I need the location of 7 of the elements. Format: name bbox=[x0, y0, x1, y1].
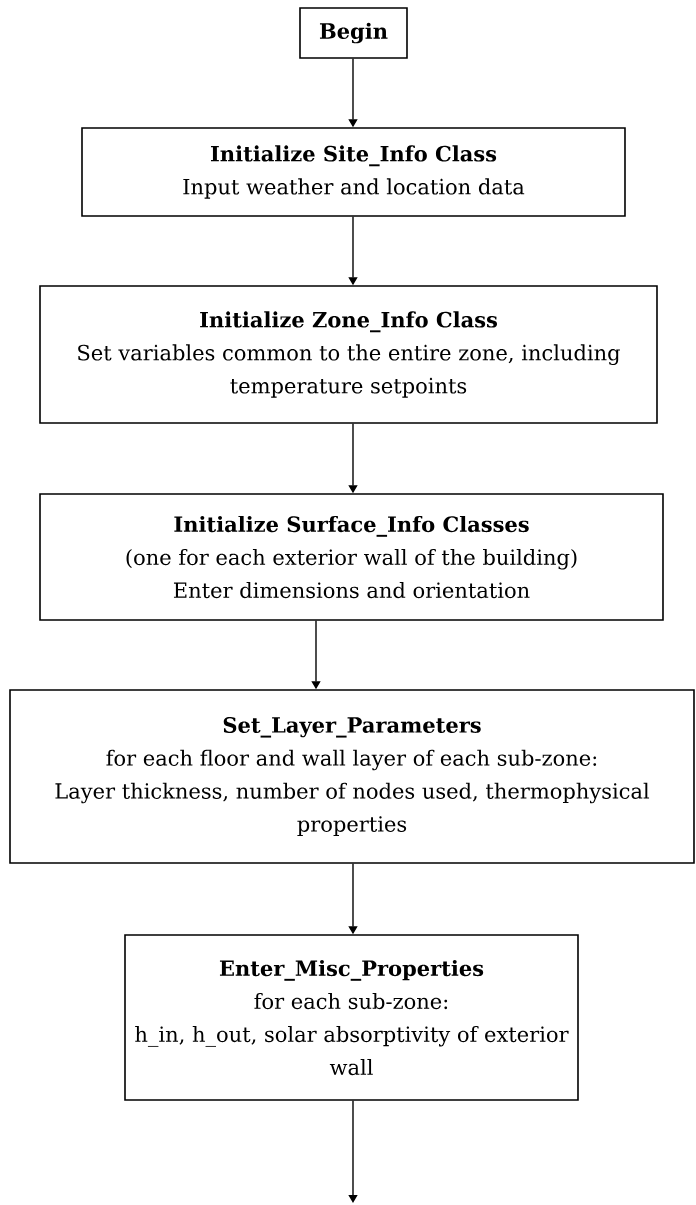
process-box: Set_Layer_Parameters for each floor and wall layer of each sub-zone: Layer thickness, number of nodes used, thermophysical properties bbox=[9, 689, 695, 864]
arrow bbox=[348, 1100, 358, 1203]
process-box: Initialize Site_Info Class Input weather and location data bbox=[81, 127, 626, 217]
process-box: Begin bbox=[299, 7, 408, 59]
process-box: Initialize Surface_Info Classes (one for each exterior wall of the building) Enter dimensions and orientation bbox=[39, 493, 664, 621]
process-box: Enter_Misc_Properties for each sub-zone: h_in, h_out, solar absorptivity of exterior wall bbox=[124, 934, 579, 1101]
process-box: Initialize Zone_Info Class Set variables common to the entire zone, including temperature setpoints bbox=[39, 285, 658, 424]
